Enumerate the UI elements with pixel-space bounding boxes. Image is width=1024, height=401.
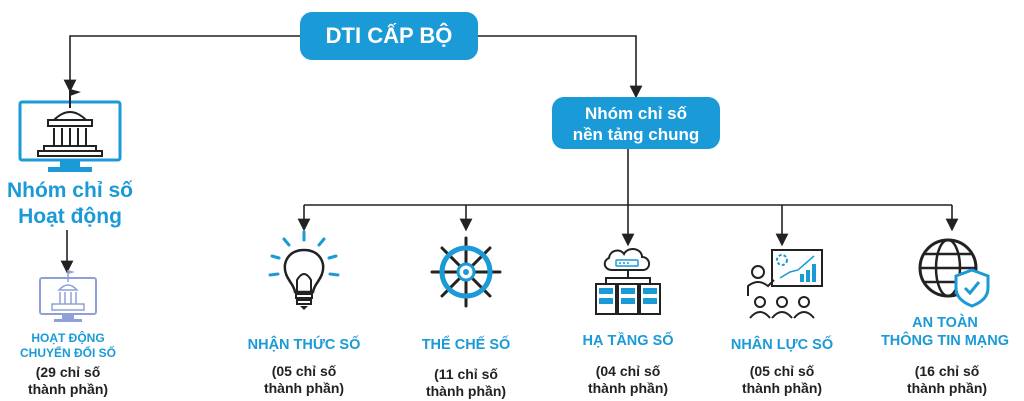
component-count-4: (05 chỉ số thành phần) [741,363,823,396]
connector-root-left [63,35,300,93]
connector-root-right [478,35,643,99]
left-group-title: Nhóm chỉ số Hoạt động [6,179,133,228]
government-building-icon [18,88,122,172]
component-label-2: THỂ CHẾ SỐ [421,337,511,353]
component-count-5: (16 chỉ số thành phần) [906,363,988,396]
component-label-5: AN TOÀN THÔNG TIN MẠNG [880,315,1010,349]
globe-shield-icon [918,238,990,308]
component-count-2: (11 chỉ số thành phần) [425,366,507,399]
root-label: DTI CẤP BỘ [325,23,453,48]
activity-building-icon [39,270,97,322]
people-presentation-icon [747,249,823,319]
left-count: (29 chỉ số thành phần) [27,364,109,397]
component-count-3: (04 chỉ số thành phần) [587,363,669,396]
lightbulb-icon [268,230,340,310]
ship-wheel-icon [430,236,502,308]
root-node: DTI CẤP BỘ [300,12,478,60]
component-count-1: (05 chỉ số thành phần) [263,363,345,396]
cloud-server-icon [595,248,661,315]
component-label-4: NHÂN LỰC SỐ [730,337,834,353]
component-label-1: NHẬN THỨC SỐ [247,337,361,353]
platform-group-node: Nhóm chỉ số nền tảng chung [552,97,720,149]
left-sub-label: HOẠT ĐỘNG CHUYỂN ĐỔI SỐ [19,331,116,360]
component-label-3: HẠ TẦNG SỐ [582,333,674,349]
